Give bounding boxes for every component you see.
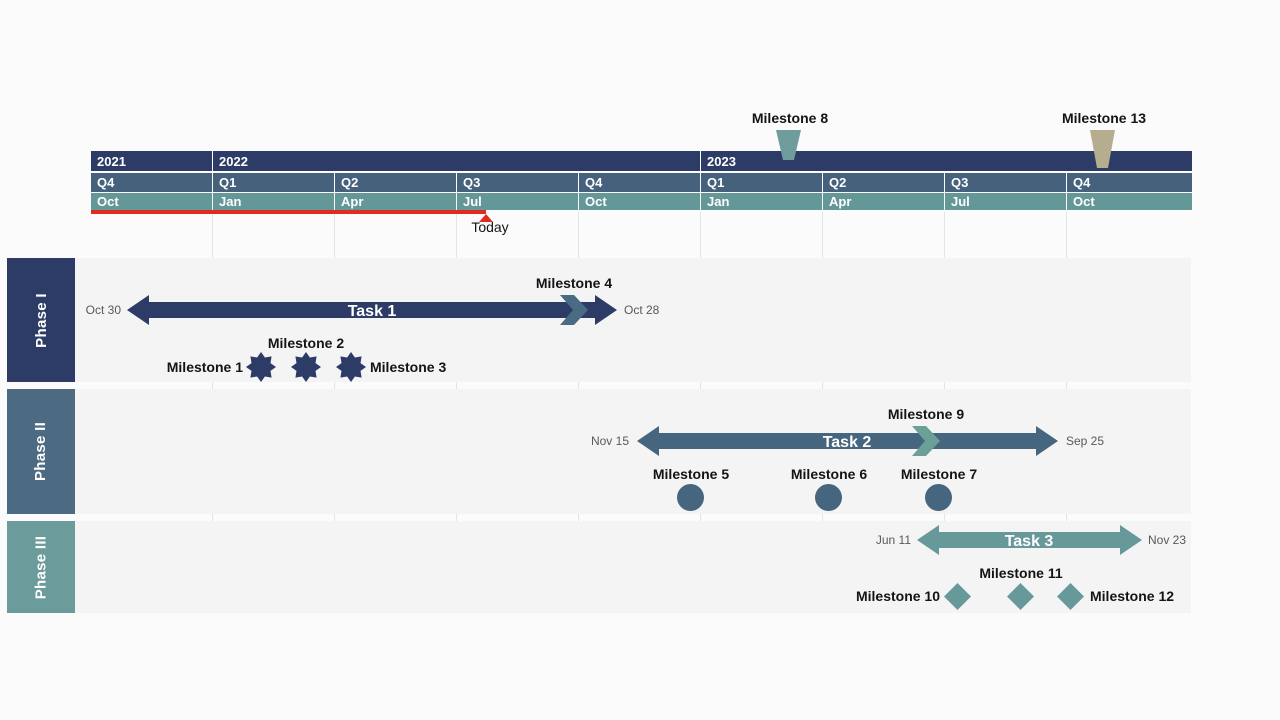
- milestone-6-label: Milestone 6: [790, 466, 868, 482]
- month-cell-1: Oct: [91, 193, 212, 210]
- quarter-cell-3: Q2: [335, 173, 456, 192]
- month-cell-6: Jan: [701, 193, 822, 210]
- milestone-13-label: Milestone 13: [1061, 110, 1147, 126]
- phase-2-band[interactable]: Phase II: [7, 389, 75, 514]
- quarter-cell-7: Q2: [823, 173, 944, 192]
- quarter-label: Q1: [707, 175, 725, 190]
- phase-1-label: Phase I: [32, 292, 50, 348]
- task-2-label: Task 2: [823, 434, 872, 451]
- quarter-label: Q4: [585, 175, 603, 190]
- task-1-bar[interactable]: Task 1: [127, 295, 617, 325]
- quarter-cell-1: Q4: [91, 173, 212, 192]
- task-1-end-date: Oct 28: [624, 303, 660, 317]
- month-cell-9: Oct: [1067, 193, 1192, 210]
- quarter-cell-2: Q1: [213, 173, 334, 192]
- month-label: Jan: [219, 194, 242, 209]
- quarter-label: Q2: [829, 175, 847, 190]
- month-cell-8: Jul: [945, 193, 1066, 210]
- phase-3-label: Phase III: [32, 535, 50, 599]
- year-label: 2023: [707, 153, 736, 169]
- milestone-5-label: Milestone 5: [652, 466, 730, 482]
- month-cell-7: Apr: [823, 193, 944, 210]
- today-label: Today: [471, 219, 509, 235]
- phase-3-band[interactable]: Phase III: [7, 521, 75, 613]
- task-3-end-date: Nov 23: [1148, 533, 1187, 547]
- month-cell-4: Jul: [457, 193, 578, 210]
- milestone-9-chevron-marker[interactable]: [912, 426, 940, 456]
- month-cell-2: Jan: [213, 193, 334, 210]
- month-label: Oct: [1073, 194, 1095, 209]
- month-label: Jan: [707, 194, 730, 209]
- task-1-label: Task 1: [348, 303, 397, 320]
- year-cell-1: 2021: [91, 151, 212, 171]
- month-label: Jul: [951, 194, 970, 209]
- task-3-start-date: Jun 11: [875, 533, 911, 547]
- today-triangle-icon: [479, 214, 493, 222]
- milestone-2-label: Milestone 2: [267, 335, 345, 351]
- month-label: Oct: [585, 194, 607, 209]
- year-label: 2021: [97, 153, 126, 169]
- quarter-label: Q4: [1073, 175, 1091, 190]
- quarter-cell-9: Q4: [1067, 173, 1192, 192]
- milestone-1-star-marker[interactable]: [246, 352, 276, 382]
- milestone-7-circle-marker[interactable]: [925, 484, 952, 511]
- month-cell-3: Apr: [335, 193, 456, 210]
- year-cell-2: 2022: [213, 151, 700, 171]
- milestone-2-star-marker[interactable]: [291, 352, 321, 382]
- milestone-11-label: Milestone 11: [979, 565, 1063, 581]
- quarter-cell-4: Q3: [457, 173, 578, 192]
- milestone-3-star-marker[interactable]: [336, 352, 366, 382]
- milestone-4-label: Milestone 4: [535, 275, 613, 291]
- milestone-4-chevron-marker[interactable]: [560, 295, 588, 325]
- quarter-cell-6: Q1: [701, 173, 822, 192]
- quarter-cell-8: Q3: [945, 173, 1066, 192]
- phase-2-row: [7, 389, 1191, 514]
- quarter-label: Q4: [97, 175, 115, 190]
- milestone-1-label: Milestone 1: [166, 359, 243, 375]
- milestone-7-label: Milestone 7: [900, 466, 978, 482]
- milestone-8-label: Milestone 8: [751, 110, 829, 126]
- task-3-bar[interactable]: Task 3: [917, 525, 1142, 555]
- task-2-end-date: Sep 25: [1066, 434, 1105, 448]
- quarter-label: Q3: [463, 175, 481, 190]
- month-label: Apr: [341, 194, 364, 209]
- quarter-label: Q3: [951, 175, 969, 190]
- month-label: Oct: [97, 194, 119, 209]
- task-2-start-date: Nov 15: [590, 434, 629, 448]
- year-label: 2022: [219, 153, 248, 169]
- phase-1-band[interactable]: Phase I: [7, 258, 75, 382]
- quarter-cell-5: Q4: [579, 173, 700, 192]
- milestone-5-circle-marker[interactable]: [677, 484, 704, 511]
- quarter-label: Q2: [341, 175, 359, 190]
- month-label: Jul: [463, 194, 482, 209]
- task-3-label: Task 3: [1005, 533, 1054, 550]
- task-2-bar[interactable]: Task 2: [637, 426, 1058, 456]
- phase-2-label: Phase II: [32, 421, 50, 482]
- month-label: Apr: [829, 194, 852, 209]
- today-line[interactable]: [91, 210, 486, 214]
- milestone-6-circle-marker[interactable]: [815, 484, 842, 511]
- month-cell-5: Oct: [579, 193, 700, 210]
- year-cell-3: 2023: [701, 151, 1192, 171]
- milestone-10-label: Milestone 10: [855, 588, 940, 604]
- task-1-start-date: Oct 30: [85, 303, 121, 317]
- milestone-3-label: Milestone 3: [370, 359, 447, 375]
- milestone-12-label: Milestone 12: [1090, 588, 1175, 604]
- milestone-9-label: Milestone 9: [887, 406, 965, 422]
- quarter-label: Q1: [219, 175, 237, 190]
